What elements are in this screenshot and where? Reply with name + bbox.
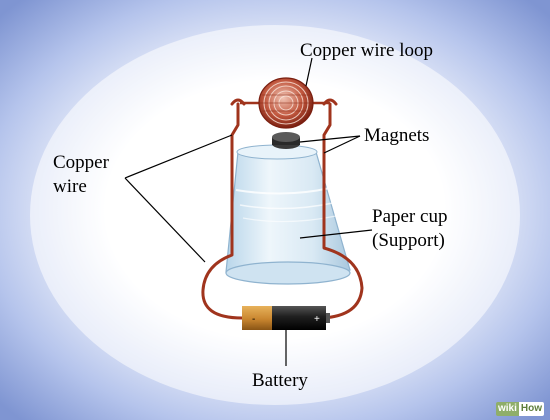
watermark-part2: How [518, 402, 544, 416]
watermark-part1: wiki [495, 402, 519, 416]
leader-copper-wire-1 [124, 134, 233, 179]
leader-magnets-1 [299, 135, 361, 143]
paper-cup [225, 144, 351, 285]
label-paper-cup-line2: (Support) [372, 230, 445, 251]
label-copper-wire-line1: Copper [53, 152, 109, 173]
leader-lines [124, 57, 373, 366]
label-copper-wire-line2: wire [53, 176, 87, 197]
label-copper-wire-loop: Copper wire loop [300, 40, 433, 61]
svg-text:-: - [252, 314, 255, 325]
battery: - + [242, 306, 330, 330]
label-magnets: Magnets [364, 125, 430, 146]
leader-paper-cup [299, 229, 373, 239]
svg-text:+: + [314, 314, 320, 325]
leader-copper-wire-loop [305, 57, 313, 87]
magnet [272, 132, 300, 149]
label-paper-cup-line1: Paper cup [372, 206, 448, 227]
wikihow-watermark: wiki How [495, 402, 544, 416]
leader-copper-wire-2 [124, 177, 206, 263]
copper-wire-loop [240, 77, 330, 129]
leader-magnets-2 [323, 135, 361, 154]
label-battery: Battery [252, 370, 308, 391]
